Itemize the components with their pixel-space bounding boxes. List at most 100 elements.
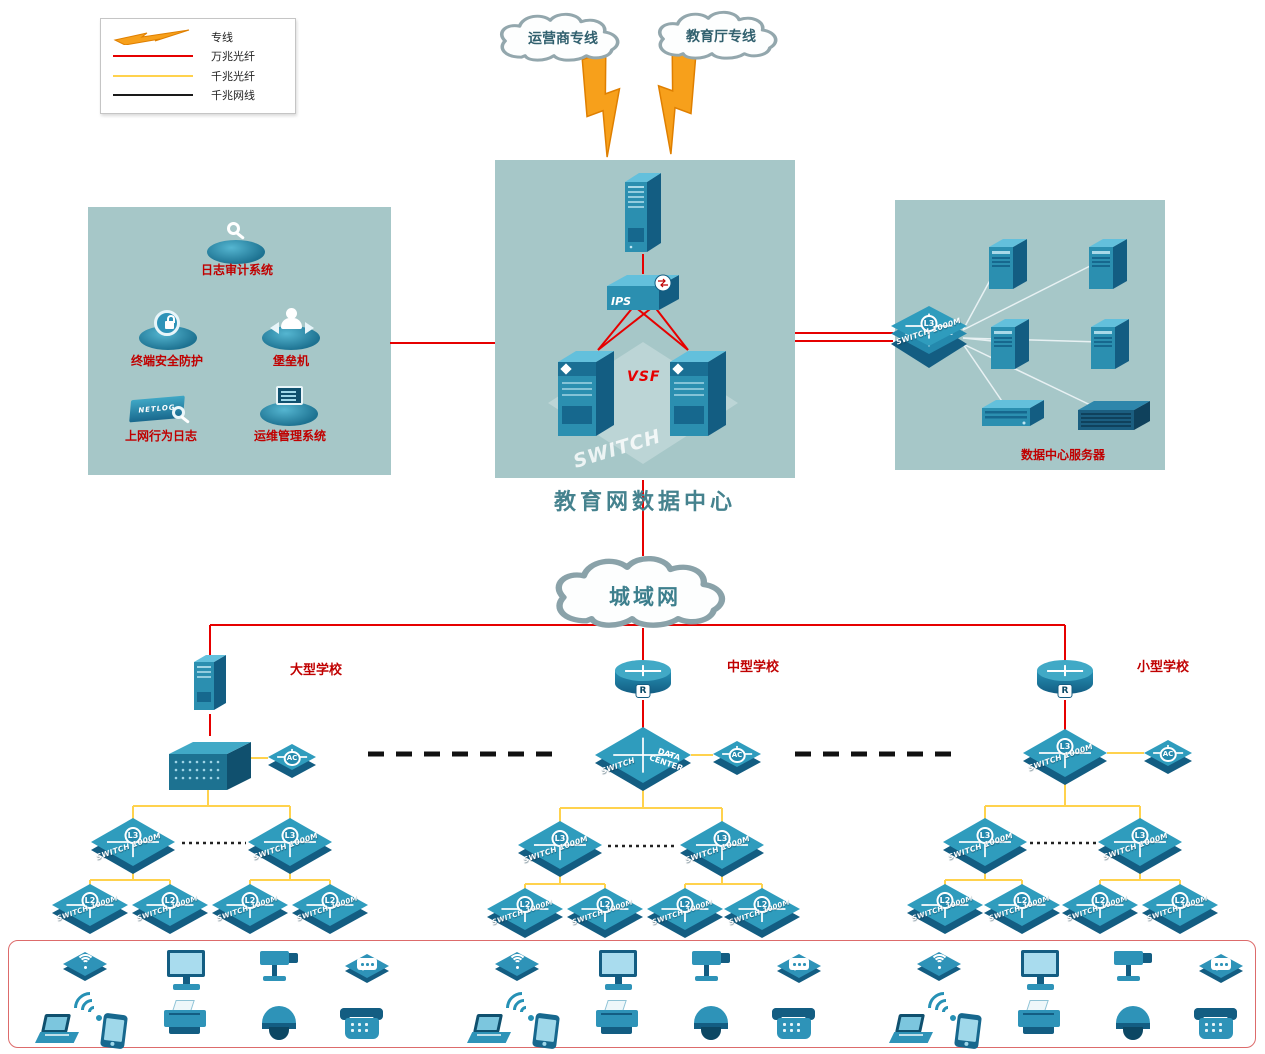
dome-lens (1123, 1027, 1143, 1040)
wireless-controller-ac: AC (268, 744, 316, 778)
terminal-security-icon (139, 310, 199, 350)
l2-badge: L2 (1091, 892, 1109, 909)
phone-body (345, 1018, 379, 1039)
l2-badge: L2 (81, 892, 99, 909)
monitor-screen (599, 950, 637, 977)
printer-tray (169, 1027, 200, 1034)
camera-mount (272, 965, 277, 976)
endpoint-group-large-school (8, 942, 428, 1052)
monitor-foot (1027, 984, 1054, 990)
camera-body (260, 951, 289, 965)
legend-label-fiber10g: 万兆光纤 (211, 50, 255, 64)
dome-camera-icon (259, 1006, 301, 1044)
monitor-screen (167, 950, 205, 977)
l2-badge: L2 (321, 892, 339, 909)
l3-badge: L3 (976, 826, 994, 844)
medium-school-label: 中型学校 (726, 660, 780, 675)
dome-top (1116, 1006, 1150, 1023)
ops-mgmt-label: 运维管理系统 (253, 429, 327, 443)
l3-badge: L3 (551, 829, 569, 847)
magnifier-icon (227, 222, 240, 235)
keypad (1205, 1023, 1208, 1026)
dome-band (694, 1023, 728, 1029)
wifi-dot (516, 966, 519, 969)
legend: 专线 万兆光纤 千兆光纤 千兆网线 (100, 18, 296, 114)
l2-badge: L2 (936, 892, 954, 909)
printer-icon (162, 1000, 210, 1040)
core-switch-member-2 (670, 351, 726, 436)
fiber-10g-line-swatch (113, 55, 193, 58)
dome-lens (269, 1027, 289, 1040)
small-school-core-switch: L3 SWITCH 1000M (1023, 729, 1107, 785)
legend-label-cable1g: 千兆网线 (211, 89, 255, 103)
keypad (351, 1023, 354, 1026)
bastion-host-icon (262, 308, 322, 350)
speech-bubble (1211, 958, 1231, 971)
printer-body (596, 1010, 638, 1027)
l2-badge: L2 (596, 896, 614, 913)
legend-row-cable1g: 千兆网线 (113, 86, 283, 106)
wifi-arc (508, 954, 527, 973)
l2-badge: L2 (676, 896, 694, 913)
wireless-controller-ac: AC (713, 741, 761, 775)
chat-device-icon (777, 954, 821, 984)
laptop-base (35, 1032, 79, 1043)
endpoint-group-small-school (862, 942, 1265, 1052)
router-badge: R (635, 684, 651, 698)
dome-lens (701, 1027, 721, 1040)
desktop-monitor-icon (1018, 950, 1066, 996)
core-switch-member-1 (558, 351, 614, 436)
camera-base (263, 976, 286, 981)
camera-lens (1143, 953, 1152, 963)
laptop-base (889, 1032, 933, 1043)
vsf-label: VSF (627, 369, 661, 385)
bastion-label: 堡垒机 (272, 354, 310, 368)
handset (340, 1008, 383, 1020)
laptop-icon (35, 1014, 83, 1048)
log-audit-label: 日志审计系统 (200, 263, 274, 277)
large-school-firewall (194, 655, 226, 710)
fiber-1g-line-swatch (113, 74, 193, 77)
wifi-dot (938, 966, 941, 969)
chat-device-icon (1199, 954, 1243, 984)
log-audit-system-icon (207, 222, 267, 264)
wifi-ap-icon (63, 952, 107, 982)
l2-badge: L2 (241, 892, 259, 909)
printer-icon (1016, 1000, 1064, 1040)
telephone-icon (770, 1008, 818, 1046)
lock-icon (165, 315, 175, 329)
ptz-camera-icon (257, 948, 305, 990)
large-school-label: 大型学校 (289, 663, 343, 678)
l2-badge: L2 (161, 892, 179, 909)
dome-top (694, 1006, 728, 1023)
camera-base (1117, 976, 1140, 981)
printer-tray (601, 1027, 632, 1034)
l2-badge: L2 (1171, 892, 1189, 909)
netlog-system-icon: NETLOG (129, 390, 190, 430)
small-school-label: 小型学校 (1136, 660, 1190, 675)
wifi-ap-icon (495, 952, 539, 982)
l3-badge: L3 (1131, 826, 1149, 844)
l3-badge: L3 (124, 826, 142, 844)
laptop-screen (40, 1014, 72, 1033)
wifi-arc (76, 954, 95, 973)
dome-camera-icon (691, 1006, 733, 1044)
monitor-neck (183, 977, 190, 984)
camera-lens (289, 953, 298, 963)
smartphone-icon (100, 1012, 128, 1050)
dome-band (262, 1023, 296, 1029)
telephone-icon (1192, 1008, 1240, 1046)
laptop-icon (467, 1014, 515, 1048)
